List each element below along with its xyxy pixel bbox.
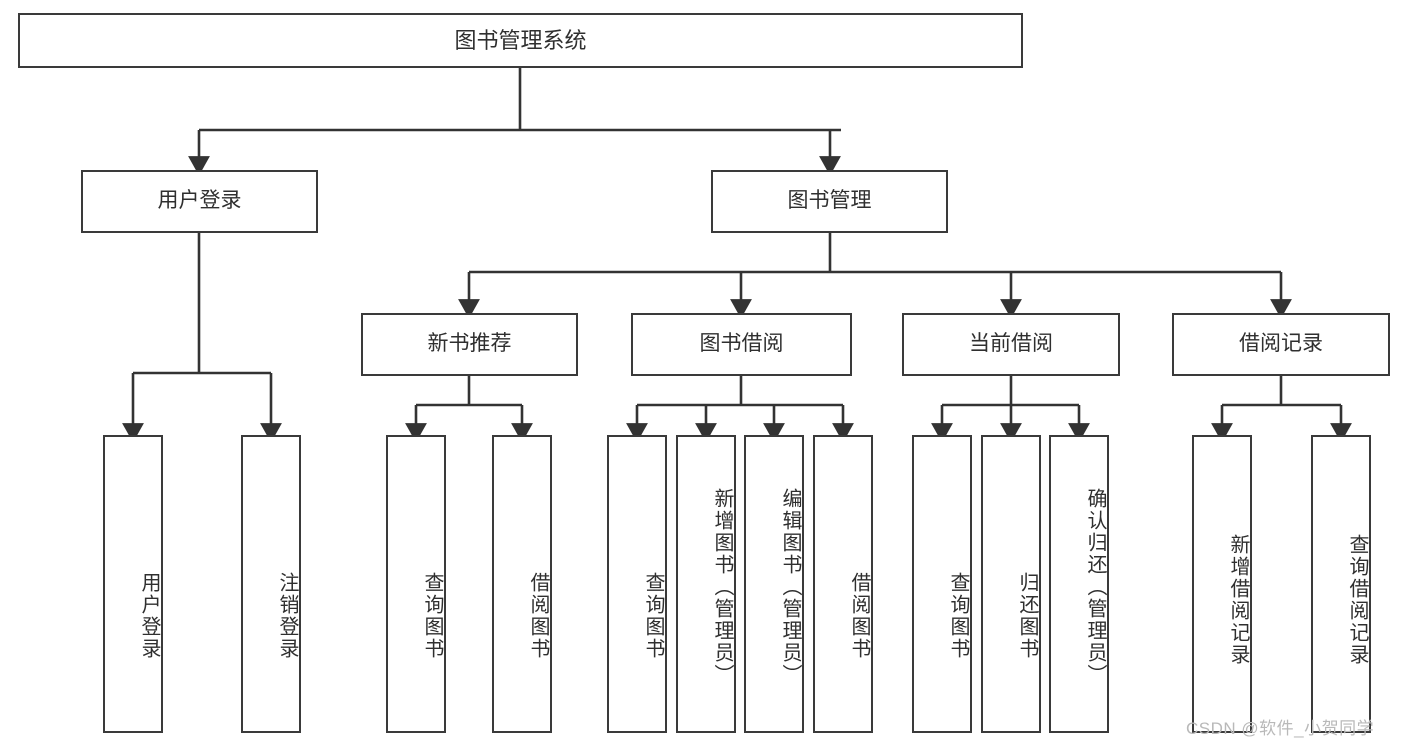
node-leaf-confirm-return-label: 确认归还（管理员）	[1084, 488, 1106, 686]
node-root-label: 图书管理系统	[454, 27, 587, 53]
node-leaf-user-logout-label: 注销登录	[276, 572, 298, 660]
node-leaf-query-book-3[interactable]: 查询图书	[912, 435, 972, 733]
node-leaf-edit-book[interactable]: 编辑图书（管理员）	[744, 435, 804, 733]
node-leaf-add-book-label: 新增图书（管理员）	[711, 488, 733, 686]
node-user-login-label: 用户登录	[157, 189, 242, 213]
node-leaf-edit-book-label: 编辑图书（管理员）	[779, 488, 801, 686]
node-leaf-borrow-book-1[interactable]: 借阅图书	[492, 435, 552, 733]
node-book-borrow-label: 图书借阅	[699, 332, 784, 356]
node-leaf-add-record[interactable]: 新增借阅记录	[1192, 435, 1252, 733]
node-leaf-user-login-label: 用户登录	[138, 572, 160, 660]
node-leaf-query-record-label: 查询借阅记录	[1346, 534, 1368, 666]
node-leaf-borrow-book-2[interactable]: 借阅图书	[813, 435, 873, 733]
node-leaf-query-book-2[interactable]: 查询图书	[607, 435, 667, 733]
node-borrow-record[interactable]: 借阅记录	[1172, 313, 1390, 376]
node-leaf-query-book-1-label: 查询图书	[421, 572, 443, 660]
node-book-manage-label: 图书管理	[787, 189, 872, 213]
node-leaf-return-book[interactable]: 归还图书	[981, 435, 1041, 733]
node-leaf-user-logout[interactable]: 注销登录	[241, 435, 301, 733]
node-leaf-query-book-3-label: 查询图书	[947, 572, 969, 660]
node-new-book-rec[interactable]: 新书推荐	[361, 313, 578, 376]
node-leaf-borrow-book-1-label: 借阅图书	[527, 572, 549, 660]
node-book-borrow[interactable]: 图书借阅	[631, 313, 852, 376]
node-root[interactable]: 图书管理系统	[18, 13, 1023, 68]
node-current-borrow[interactable]: 当前借阅	[902, 313, 1120, 376]
node-leaf-add-book[interactable]: 新增图书（管理员）	[676, 435, 736, 733]
node-leaf-confirm-return[interactable]: 确认归还（管理员）	[1049, 435, 1109, 733]
node-leaf-user-login[interactable]: 用户登录	[103, 435, 163, 733]
node-leaf-query-book-1[interactable]: 查询图书	[386, 435, 446, 733]
node-book-manage[interactable]: 图书管理	[711, 170, 948, 233]
node-user-login[interactable]: 用户登录	[81, 170, 318, 233]
node-leaf-query-record[interactable]: 查询借阅记录	[1311, 435, 1371, 733]
node-new-book-rec-label: 新书推荐	[427, 332, 512, 356]
watermark: CSDN @软件_小贺同学	[1186, 719, 1375, 738]
node-leaf-add-record-label: 新增借阅记录	[1227, 534, 1249, 666]
node-current-borrow-label: 当前借阅	[969, 332, 1053, 356]
node-leaf-return-book-label: 归还图书	[1016, 572, 1038, 660]
node-borrow-record-label: 借阅记录	[1239, 332, 1323, 356]
node-leaf-borrow-book-2-label: 借阅图书	[848, 572, 870, 660]
node-leaf-query-book-2-label: 查询图书	[642, 572, 664, 660]
